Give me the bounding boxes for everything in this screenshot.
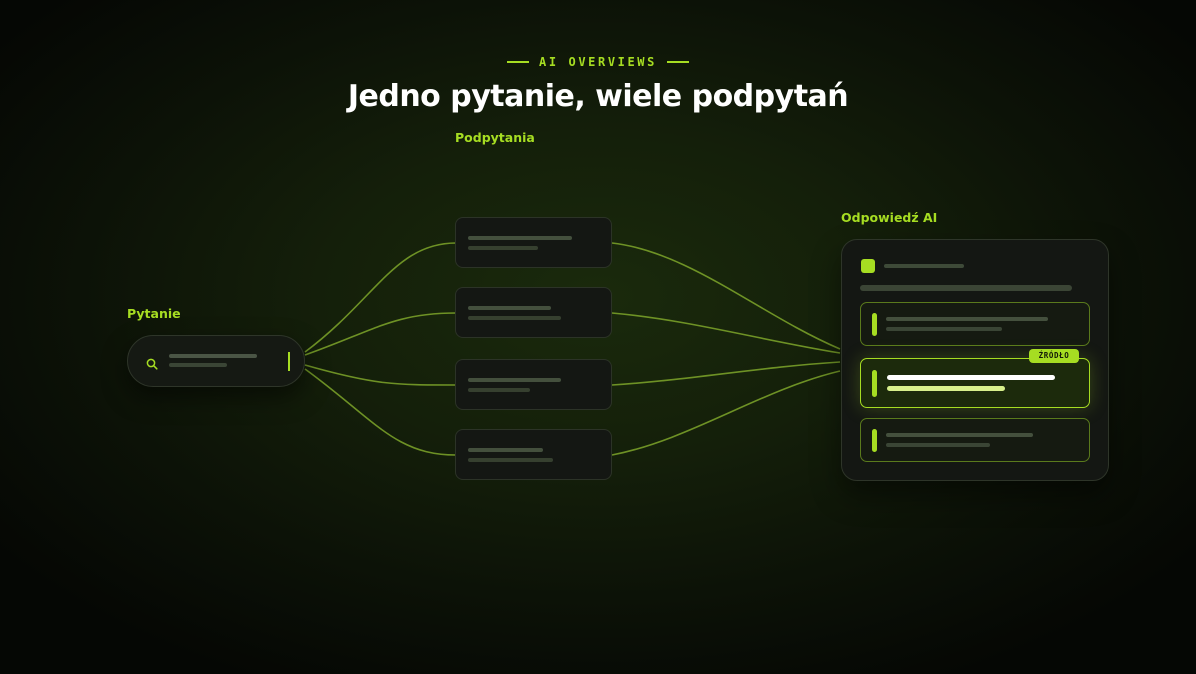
ai-logo-icon [861,259,875,273]
subquestion-line [468,378,561,382]
eyebrow-line-right [666,61,689,63]
subquestion-card-1 [455,217,612,268]
answer-item-accent [872,429,877,452]
subquestion-line [468,458,553,462]
answer-item-1[interactable] [860,302,1090,346]
answer-item-accent [872,370,877,397]
source-badge: ŹRÓDŁO [1029,349,1079,363]
answer-item-3[interactable] [860,418,1090,462]
eyebrow-text: AI OVERVIEWS [539,55,657,69]
subquestion-line [468,236,572,240]
question-search-box[interactable] [127,335,305,387]
text-cursor [288,352,290,371]
question-text-placeholder-line [169,354,257,358]
answer-header-line [884,264,964,268]
search-icon [146,355,158,374]
connector-sub-3-to-answer [611,361,841,386]
answer-item-line [886,317,1048,321]
answer-item-line [886,433,1033,437]
subquestion-line [468,306,551,310]
answer-item-line [886,443,990,447]
connector-sub-1-to-answer [611,242,841,350]
eyebrow-line-left [507,61,530,63]
subquestion-line [468,246,538,250]
subquestion-card-4 [455,429,612,480]
connector-sub-2-to-answer [611,312,841,354]
connector-sub-4-to-answer [611,370,841,456]
connector-question-to-sub-1 [304,242,457,353]
subquestion-line [468,448,543,452]
answer-item-line [887,386,1005,391]
answer-label: Odpowiedź AI [841,210,938,225]
subquestion-line [468,388,530,392]
connector-question-to-sub-4 [304,368,457,456]
answer-item-2-highlighted[interactable] [860,358,1090,408]
connector-question-to-sub-2 [304,312,457,356]
subquestion-card-3 [455,359,612,410]
connector-question-to-sub-3 [304,364,457,386]
answer-item-line [887,375,1055,380]
question-label: Pytanie [127,306,181,321]
page-title: Jedno pytanie, wiele podpytań [347,79,849,114]
question-text-placeholder-line [169,363,227,367]
ai-answer-panel [841,239,1109,481]
eyebrow: AI OVERVIEWS [0,55,1196,69]
answer-item-line [886,327,1002,331]
answer-summary-line [860,285,1072,291]
answer-item-accent [872,313,877,336]
subquestion-line [468,316,561,320]
subquestions-label: Podpytania [455,130,535,145]
subquestion-card-2 [455,287,612,338]
